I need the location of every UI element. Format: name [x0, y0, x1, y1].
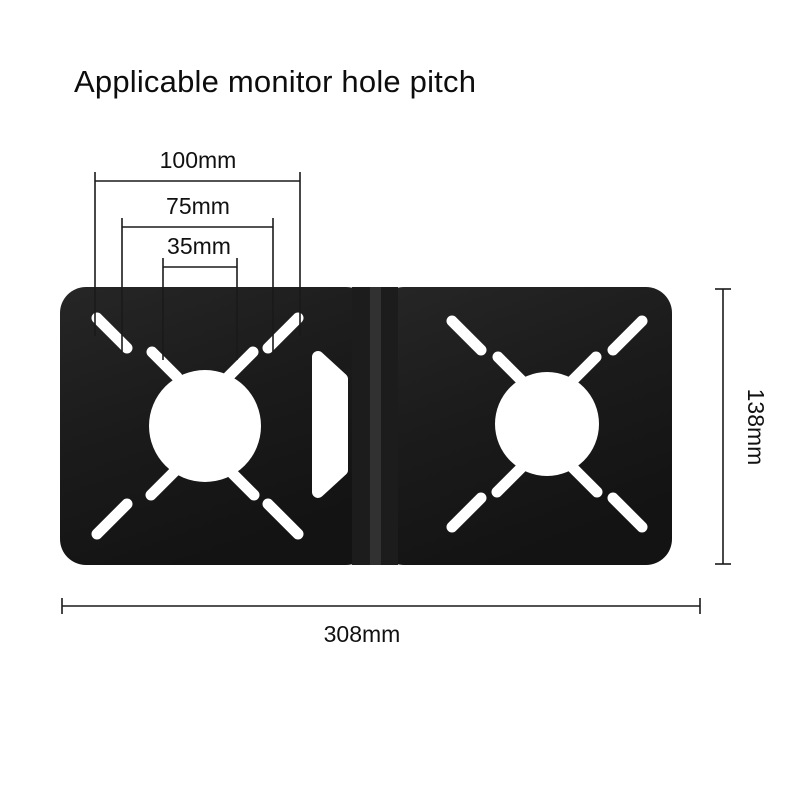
vesa-slot [146, 346, 183, 383]
vesa-slot [91, 498, 133, 540]
left-plate-center-hole [149, 370, 261, 482]
vesa-slot [145, 464, 182, 501]
vesa-slot [492, 351, 528, 387]
vesa-slot [446, 492, 487, 533]
dim-label-308mm: 308mm [324, 621, 401, 647]
hinge-seam [370, 287, 381, 565]
dimension-width-308: 308mm [61, 598, 701, 647]
dim-label-35mm: 35mm [167, 233, 231, 259]
vesa-slot [222, 346, 259, 383]
dimension-pitch-35: 35mm [162, 233, 238, 360]
vesa-slot [223, 464, 260, 501]
dimension-pitch-100: 100mm [94, 147, 301, 336]
vesa-slot [567, 462, 603, 498]
dim-label-100mm: 100mm [160, 147, 237, 173]
vesa-slot [607, 492, 648, 533]
vesa-slot [566, 351, 602, 387]
dimension-pitch-75: 75mm [121, 193, 274, 352]
page-title: Applicable monitor hole pitch [74, 64, 477, 99]
right-plate-slots [446, 315, 648, 533]
dim-label-75mm: 75mm [166, 193, 230, 219]
vesa-slot [607, 315, 648, 356]
vesa-slot [491, 462, 527, 498]
dimension-height-138: 138mm [715, 288, 769, 565]
vesa-slot [262, 498, 304, 540]
vesa-bracket-graphic [60, 287, 672, 565]
vertical-adjust-slot [312, 351, 348, 498]
right-plate-center-hole [495, 372, 599, 476]
dim-label-138mm: 138mm [743, 389, 769, 466]
vesa-slot [446, 315, 487, 356]
